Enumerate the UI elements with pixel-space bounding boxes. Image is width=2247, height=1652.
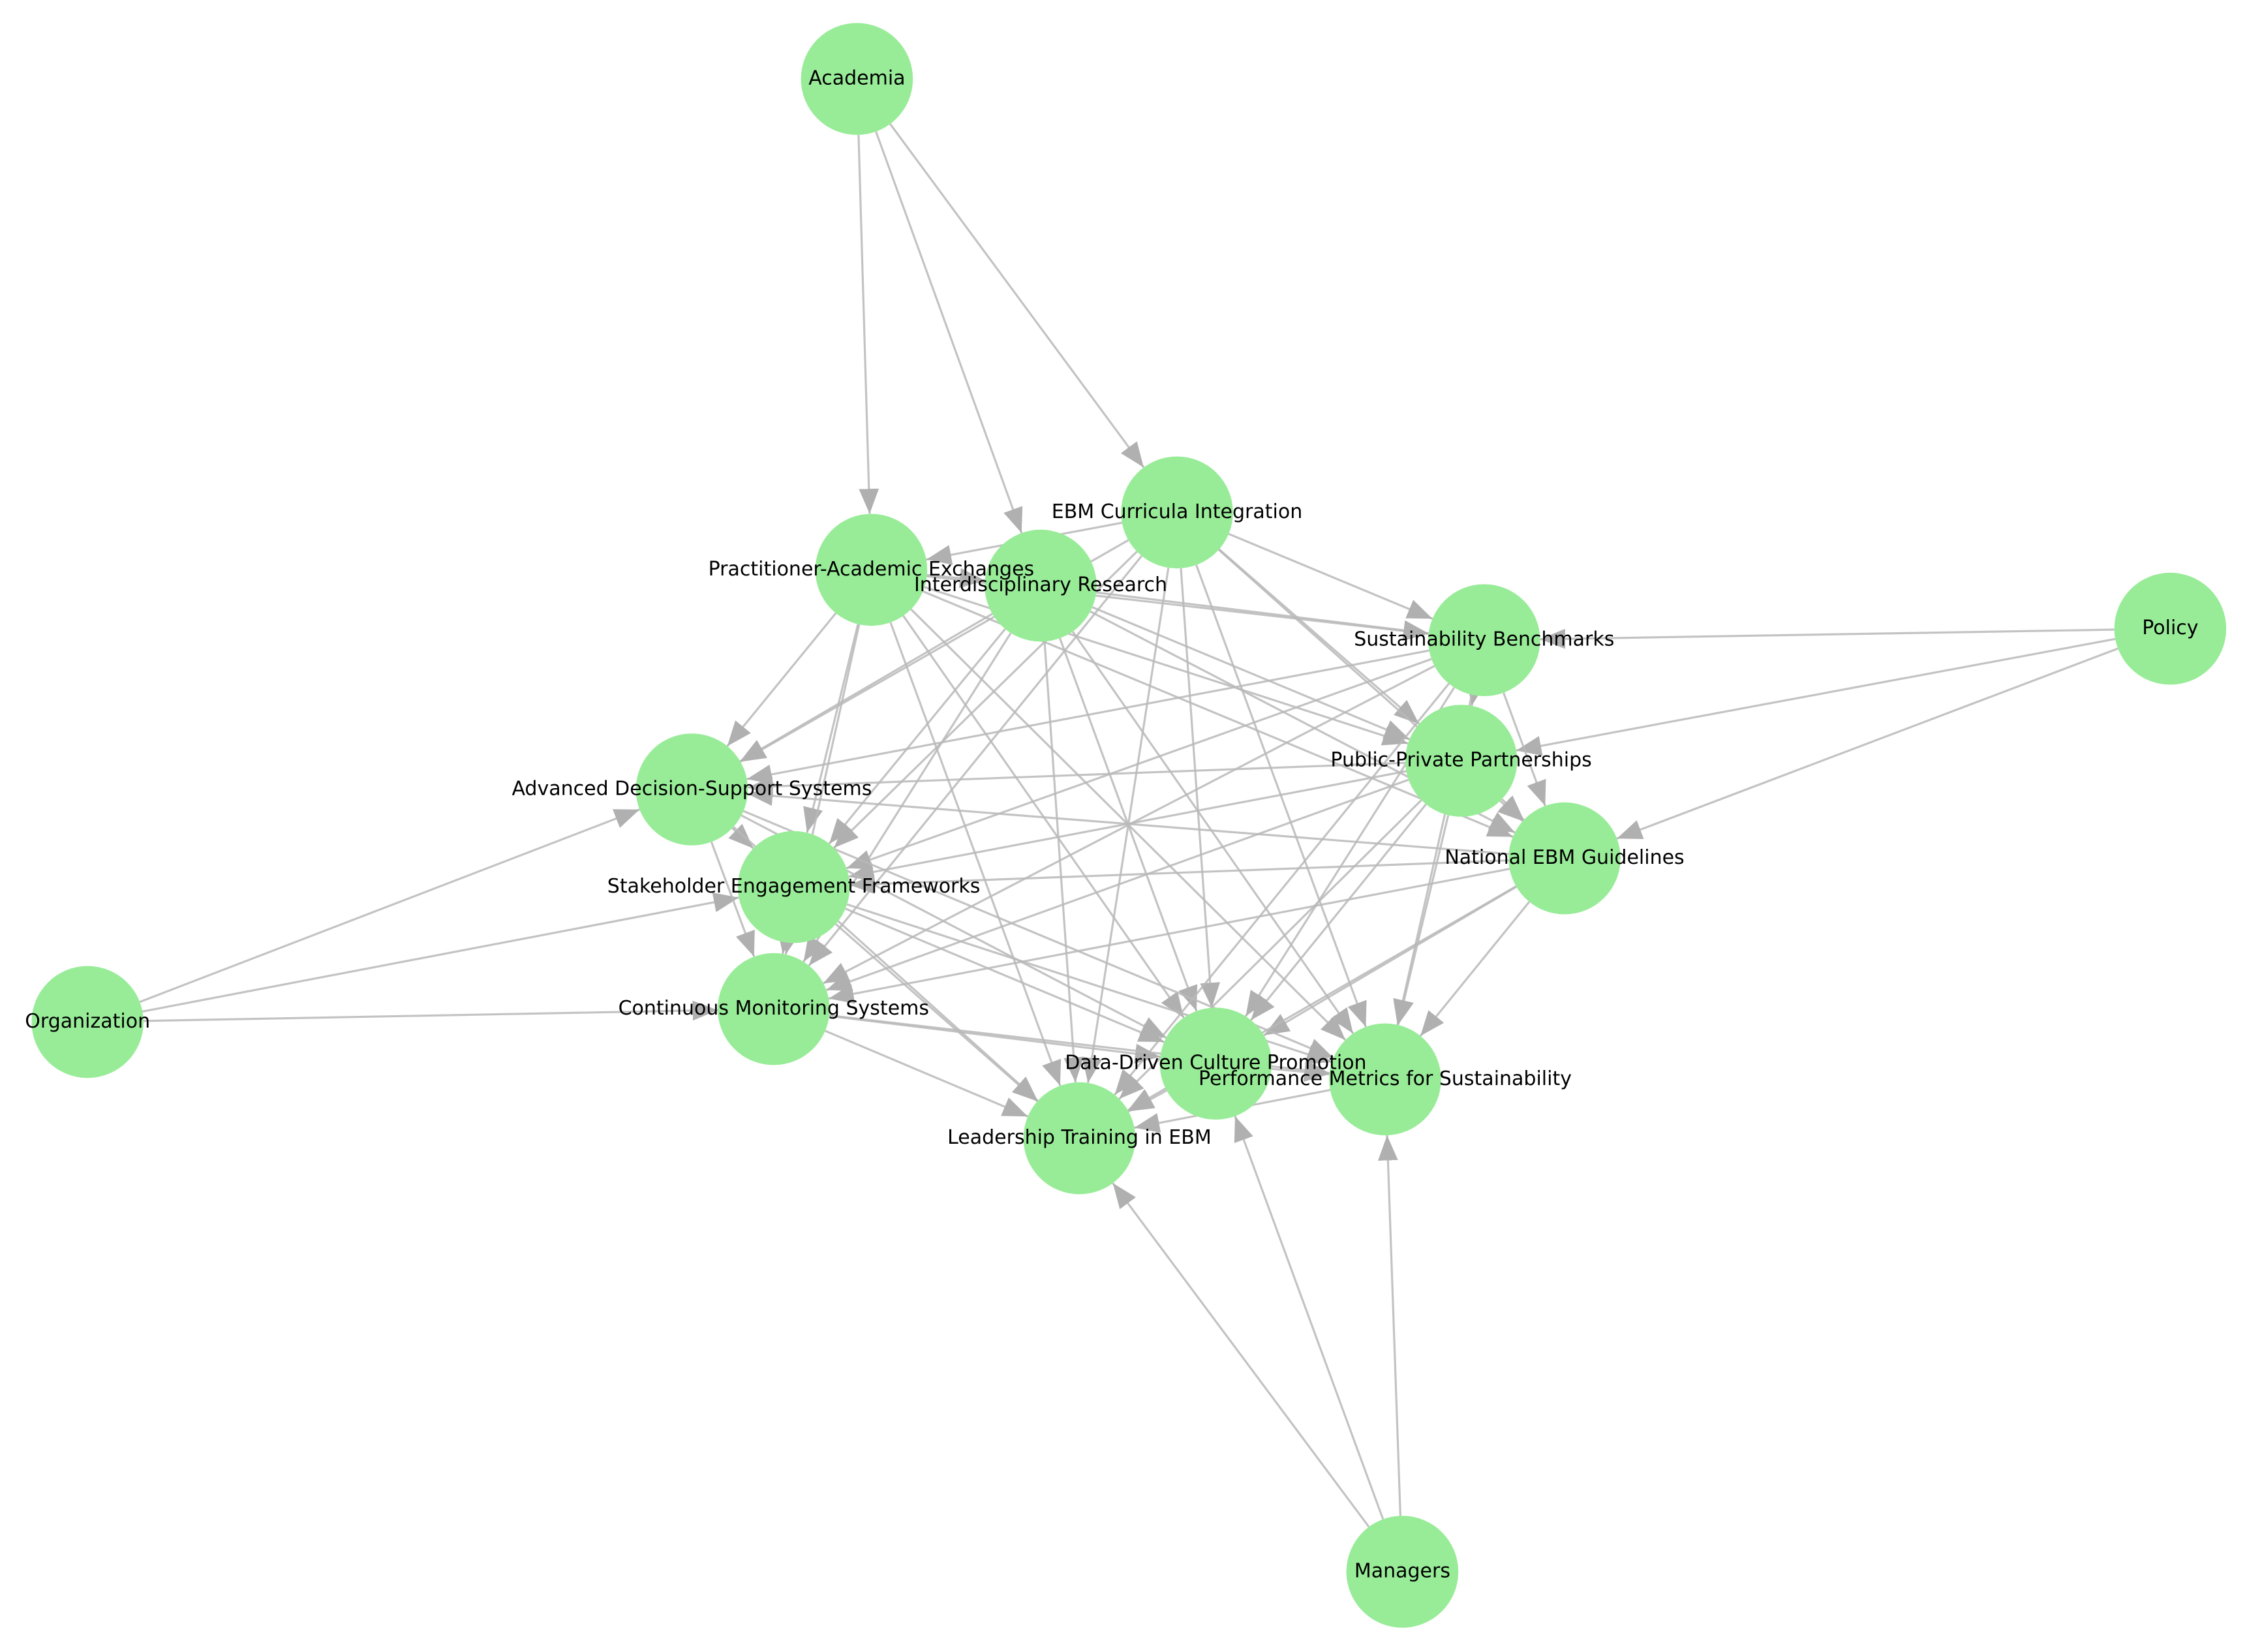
edge-managers-to-data_driven <box>1234 1116 1384 1520</box>
edges-layer <box>139 123 2118 1528</box>
edge-interdisciplinary-to-performance <box>1071 631 1354 1034</box>
edge-ppp-to-continuous <box>825 778 1409 992</box>
node-label-ebm-curricula: EBM Curricula Integration <box>1052 500 1302 523</box>
edge-interdisciplinary-to-advanced_dss <box>739 613 993 763</box>
node-label-stakeholder: Stakeholder Engagement Frameworks <box>607 875 981 898</box>
node-policy <box>2114 572 2227 685</box>
node-label-academia: Academia <box>808 67 905 90</box>
edge-interdisciplinary-to-sustainability_bench <box>1096 591 1429 641</box>
node-advanced-dss <box>635 733 748 846</box>
edge-ppp-to-national_ebm <box>1499 795 1525 821</box>
edge-ppp-to-advanced_dss <box>748 761 1405 797</box>
edge-data_driven-to-leadership <box>1127 1089 1167 1112</box>
node-performance <box>1329 1023 1441 1136</box>
node-label-ppp: Public-Private Partnerships <box>1330 749 1591 772</box>
node-continuous <box>718 953 830 1065</box>
edge-ebm_curricula-to-data_driven <box>1180 568 1221 1008</box>
edge-national_ebm-to-advanced_dss <box>747 786 1509 855</box>
edge-continuous-to-leadership <box>825 1030 1029 1118</box>
node-national-ebm <box>1508 802 1621 915</box>
edge-advanced_dss-to-stakeholder <box>728 823 754 849</box>
node-interdisciplinary <box>985 529 1097 642</box>
node-leadership <box>1023 1082 1136 1195</box>
node-organization <box>31 966 144 1078</box>
node-label-leadership: Leadership Training in EBM <box>947 1126 1212 1149</box>
nodes-layer <box>31 23 2227 1628</box>
edge-policy-to-ppp <box>1516 637 2116 756</box>
edge-academia-to-interdisciplinary <box>875 131 1023 534</box>
edge-sustainability_bench-to-stakeholder <box>846 658 1432 870</box>
node-sustainability-bench <box>1428 584 1540 696</box>
edge-policy-to-sustainability_bench <box>1540 628 2115 649</box>
node-label-national-ebm: National EBM Guidelines <box>1444 846 1684 869</box>
node-label-organization: Organization <box>25 1010 150 1033</box>
edge-national_ebm-to-performance <box>1419 901 1531 1037</box>
node-managers <box>1346 1516 1459 1628</box>
edge-sustainability_bench-to-national_ebm <box>1502 692 1546 806</box>
node-academia <box>801 23 913 135</box>
node-ebm-curricula <box>1121 456 1233 569</box>
node-ppp <box>1405 705 1518 817</box>
edge-ppp-to-data_driven <box>1250 803 1427 1021</box>
edge-managers-to-performance <box>1377 1135 1401 1516</box>
node-data-driven <box>1159 1007 1272 1120</box>
node-label-advanced-dss: Advanced Decision-Support Systems <box>512 778 872 801</box>
edge-practitioner-to-advanced_dss <box>726 612 837 747</box>
edge-advanced_dss-to-continuous <box>710 841 756 957</box>
edge-national_ebm-to-stakeholder <box>849 859 1509 895</box>
edge-interdisciplinary-to-stakeholder <box>828 628 1006 845</box>
node-practitioner <box>815 513 928 626</box>
node-label-practitioner: Practitioner-Academic Exchanges <box>709 558 1035 581</box>
edge-academia-to-practitioner <box>857 134 879 514</box>
edge-ebm_curricula-to-sustainability_bench <box>1228 532 1433 620</box>
edge-sustainability_bench-to-leadership <box>1114 682 1450 1096</box>
edge-ebm_curricula-to-continuous <box>808 555 1143 967</box>
node-label-interdisciplinary: Interdisciplinary Research <box>914 574 1167 596</box>
node-label-managers: Managers <box>1354 1560 1450 1583</box>
edge-stakeholder-to-continuous <box>777 927 797 955</box>
edge-stakeholder-to-leadership <box>834 923 1039 1103</box>
node-label-performance: Performance Metrics for Sustainability <box>1199 1067 1572 1090</box>
edge-national_ebm-to-continuous <box>828 868 1510 1004</box>
edge-practitioner-to-interdisciplinary <box>926 568 985 589</box>
edge-interdisciplinary-to-ppp <box>1092 606 1411 741</box>
edge-data_driven-to-performance <box>1271 1062 1330 1082</box>
edge-stakeholder-to-data_driven <box>845 908 1165 1043</box>
node-stakeholder <box>737 831 850 943</box>
edge-policy-to-national_ebm <box>1616 647 2118 840</box>
edge-sustainability_bench-to-ppp <box>1466 679 1486 706</box>
edge-organization-to-continuous <box>143 1000 718 1022</box>
node-label-continuous: Continuous Monitoring Systems <box>619 997 929 1020</box>
edge-managers-to-leadership <box>1112 1182 1370 1528</box>
node-label-sustainability-bench: Sustainability Benchmarks <box>1354 628 1614 651</box>
node-label-policy: Policy <box>2142 617 2198 639</box>
edge-practitioner-to-stakeholder <box>803 624 859 833</box>
edge-organization-to-advanced_dss <box>139 808 640 1003</box>
edge-academia-to-ebm_curricula <box>889 123 1145 468</box>
edge-ppp-to-performance <box>1394 815 1450 1026</box>
edge-practitioner-to-leadership <box>889 622 1062 1086</box>
edge-organization-to-stakeholder <box>142 892 739 1013</box>
edge-sustainability_bench-to-advanced_dss <box>746 649 1429 785</box>
node-label-data-driven: Data-Driven Culture Promotion <box>1065 1052 1366 1075</box>
edge-interdisciplinary-to-leadership <box>1043 641 1084 1083</box>
